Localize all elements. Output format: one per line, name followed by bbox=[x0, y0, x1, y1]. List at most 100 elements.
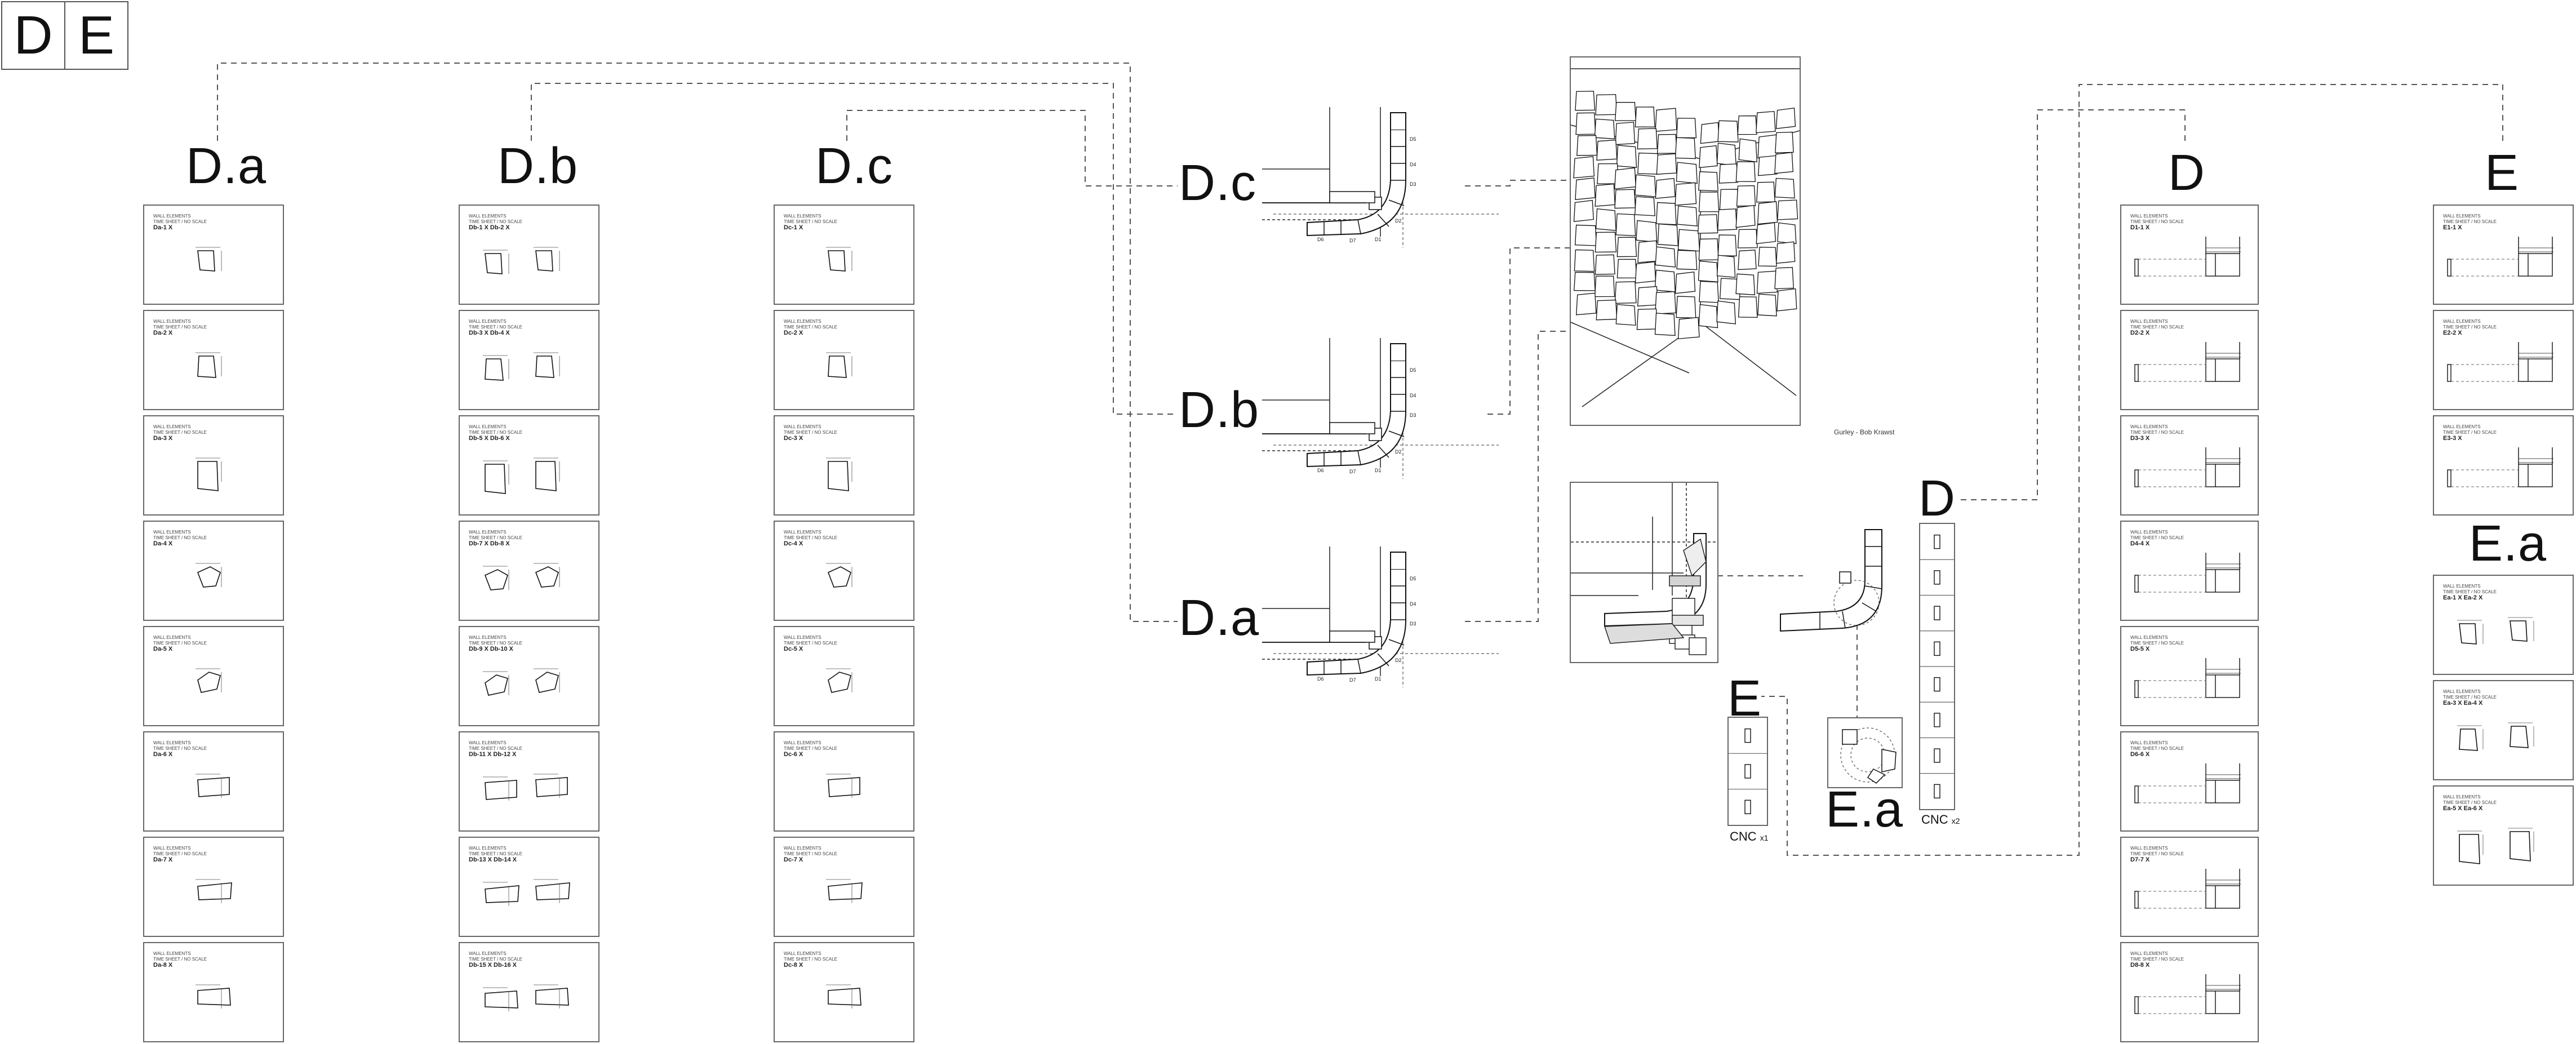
sheet-header-line2: TIME SHEET / NO SCALE bbox=[2130, 851, 2184, 856]
sheet-element-code: Dc-4 X bbox=[784, 540, 803, 547]
sheet-element-code: Da-5 X bbox=[153, 646, 173, 652]
facade-tile bbox=[1594, 276, 1615, 297]
facade-tile bbox=[1756, 222, 1776, 245]
facade-tile bbox=[1737, 115, 1757, 135]
sheet-drawing bbox=[2134, 447, 2241, 487]
facade-tile bbox=[1654, 313, 1676, 336]
facade-tile bbox=[1698, 171, 1718, 192]
cnc-part bbox=[1934, 784, 1940, 799]
sheet-element-code: Dc-2 X bbox=[784, 330, 803, 336]
sheet-header-line2: TIME SHEET / NO SCALE bbox=[2443, 430, 2497, 435]
sheet-header-line2: TIME SHEET / NO SCALE bbox=[469, 746, 522, 751]
sheet-drawing bbox=[196, 247, 222, 272]
sheet-header-line1: WALL ELEMENTS bbox=[2443, 794, 2481, 799]
sheet-drawing bbox=[196, 352, 222, 378]
label-db: D.b bbox=[498, 138, 579, 194]
sheet-element-code: Da-6 X bbox=[153, 751, 173, 758]
facade-tile bbox=[1576, 292, 1597, 316]
cnc-sheet-d-drawing bbox=[1920, 534, 1954, 799]
facade-tile bbox=[1716, 255, 1736, 278]
sheet-header-line1: WALL ELEMENTS bbox=[153, 846, 191, 851]
label-d-cnc: D bbox=[1918, 470, 1956, 527]
sheet-header-line1: WALL ELEMENTS bbox=[2443, 319, 2481, 324]
sheet-drawing bbox=[826, 774, 860, 798]
sheet-header-line1: WALL ELEMENTS bbox=[153, 951, 191, 956]
sheet-drawing bbox=[2134, 237, 2241, 277]
sheet-header-line2: TIME SHEET / NO SCALE bbox=[784, 746, 837, 751]
facade-tile bbox=[1775, 108, 1796, 130]
facade-tile bbox=[1655, 246, 1676, 268]
facade-tile bbox=[1774, 177, 1795, 199]
sheet-element-code: D6-6 X bbox=[2130, 751, 2150, 758]
sheet-header-line1: WALL ELEMENTS bbox=[784, 846, 821, 851]
sheet-drawing bbox=[826, 247, 852, 272]
facade-tile bbox=[1676, 250, 1698, 270]
sheet-drawing bbox=[483, 563, 560, 590]
sheet-header-line2: TIME SHEET / NO SCALE bbox=[469, 957, 522, 962]
facade-tile bbox=[1635, 174, 1656, 197]
title-letter: E bbox=[78, 5, 115, 65]
sheet-element-code: D7-7 X bbox=[2130, 856, 2150, 863]
sheet-header-line1: WALL ELEMENTS bbox=[2130, 846, 2168, 851]
facade-tile bbox=[1657, 223, 1678, 246]
facade-tile bbox=[1738, 250, 1757, 270]
sheet-header-line1: WALL ELEMENTS bbox=[784, 424, 821, 429]
sheet-drawing bbox=[826, 879, 863, 903]
facade-tile bbox=[1757, 294, 1777, 317]
plan-detail-drawing bbox=[1571, 483, 1717, 655]
sheet-header-line1: WALL ELEMENTS bbox=[469, 846, 507, 851]
facade-tile bbox=[1636, 308, 1658, 330]
facade-tile bbox=[1574, 249, 1595, 272]
cnc-d-count: x2 bbox=[1951, 816, 1960, 825]
facade-tile bbox=[1575, 177, 1596, 200]
label-ea-cnc: E.a bbox=[1826, 781, 1904, 838]
sheet-element-code: E2-2 X bbox=[2443, 330, 2462, 336]
sheet-element-code: D2-2 X bbox=[2130, 330, 2150, 336]
facade-tile bbox=[1675, 182, 1697, 206]
facade-tile bbox=[1595, 183, 1616, 207]
facade-tile bbox=[1716, 300, 1736, 325]
sheet-header-line2: TIME SHEET / NO SCALE bbox=[153, 746, 207, 751]
facade-tile bbox=[1676, 162, 1698, 184]
facade-tile bbox=[1675, 137, 1696, 159]
sheet-header-line2: TIME SHEET / NO SCALE bbox=[784, 325, 837, 330]
facade-tile bbox=[1636, 220, 1658, 243]
facade-tile bbox=[1675, 271, 1696, 294]
sheet-header-line1: WALL ELEMENTS bbox=[2130, 635, 2168, 640]
sheet-header-line2: TIME SHEET / NO SCALE bbox=[784, 957, 837, 962]
facade-tile bbox=[1735, 205, 1756, 228]
sheet-element-code: Da-8 X bbox=[153, 962, 173, 969]
sheet-drawing bbox=[826, 457, 852, 491]
sheet-drawing bbox=[2457, 722, 2534, 751]
facade-tile bbox=[1717, 208, 1738, 231]
sheet-element-code: D8-8 X bbox=[2130, 962, 2150, 969]
facade-tile bbox=[1699, 145, 1718, 168]
sheet-header-line2: TIME SHEET / NO SCALE bbox=[2130, 325, 2184, 330]
label-ea-right: E.a bbox=[2469, 516, 2547, 572]
